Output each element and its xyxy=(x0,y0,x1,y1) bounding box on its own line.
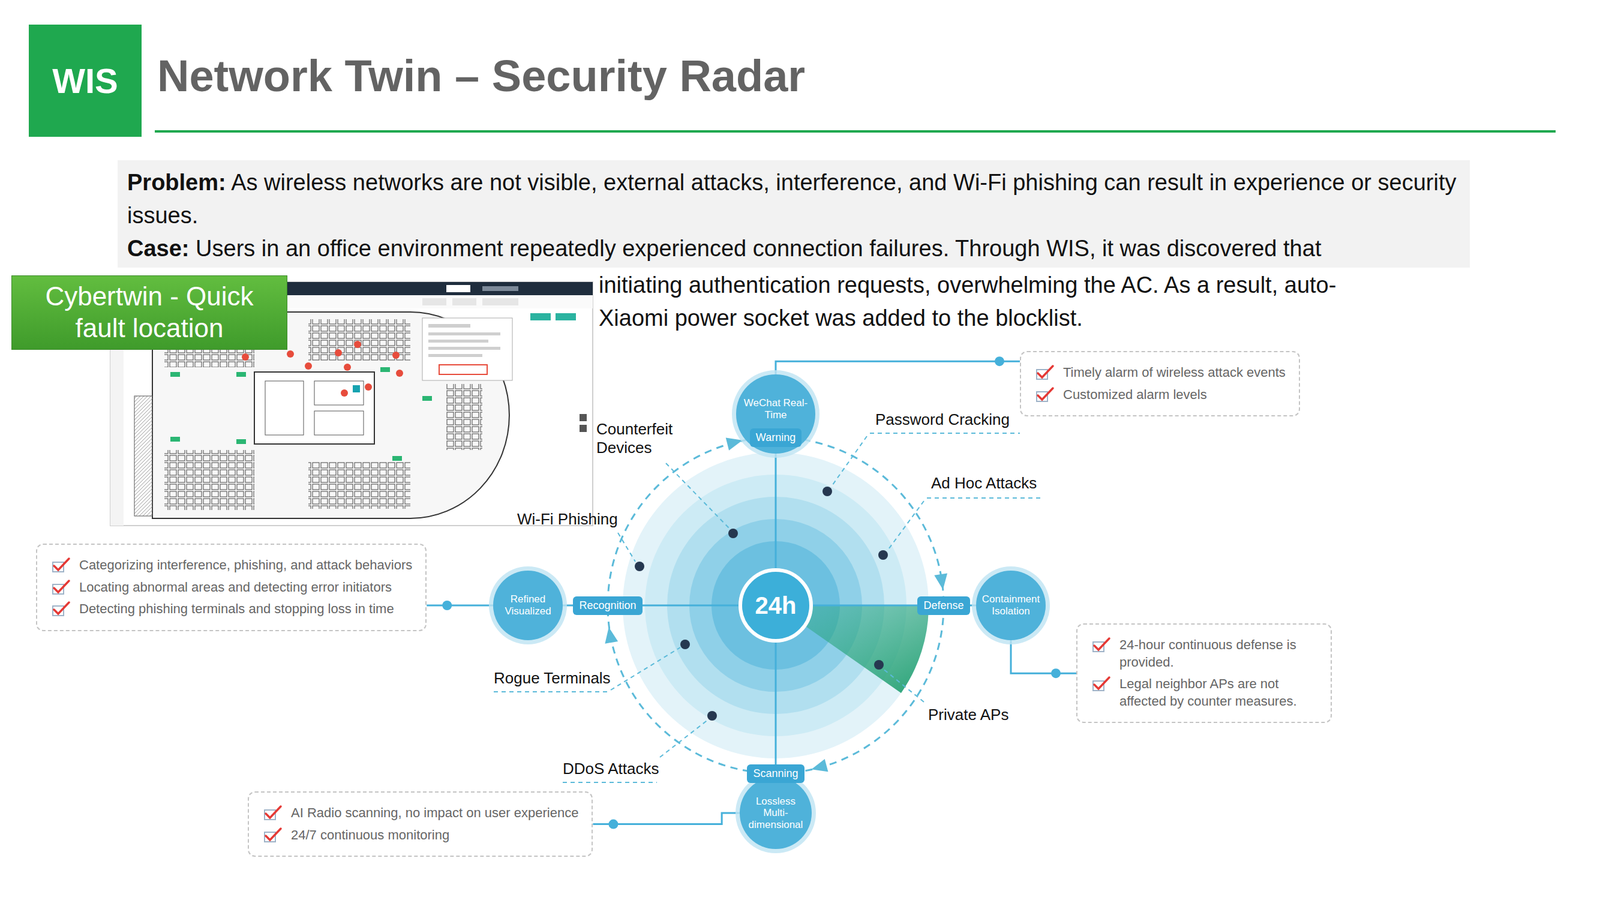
check-icon xyxy=(51,578,71,596)
threat-leaders xyxy=(493,433,1041,783)
item-text: Locating abnormal areas and detecting er… xyxy=(79,578,392,597)
item-text: 24-hour continuous defense is provided. xyxy=(1119,636,1318,671)
connector-group xyxy=(775,356,1020,375)
box-text: Problem: As wireless networks are not vi… xyxy=(127,166,1461,233)
check-icon xyxy=(1091,636,1112,654)
connector-group xyxy=(592,812,740,830)
title-rule xyxy=(154,130,1556,133)
case-text: Xiaomi power socket was added to the blo… xyxy=(598,301,1083,335)
box-text: Case: Users in an office environment rep… xyxy=(127,232,1461,266)
check-item: 24-hour continuous defense is provided. xyxy=(1091,636,1318,671)
case-text: initiating authentication requests, over… xyxy=(598,268,1337,302)
box-text: Cybertwin - Quick fault location xyxy=(26,280,273,345)
check-item: Detecting phishing terminals and stoppin… xyxy=(51,600,413,618)
callout-box: Timely alarm of wireless attack eventsCu… xyxy=(1019,350,1301,417)
problem-panel: Problem: As wireless networks are not vi… xyxy=(117,160,1470,268)
radar-center: 24h xyxy=(738,568,813,643)
item-text: 24/7 continuous monitoring xyxy=(290,826,450,845)
check-icon xyxy=(263,826,283,844)
connector-group xyxy=(426,600,494,611)
check-item: AI Radio scanning, no impact on user exp… xyxy=(263,804,579,822)
feature-circle: Lossless Multi-dimensional xyxy=(739,776,812,849)
check-icon xyxy=(1035,386,1055,404)
stage-pill: Defense xyxy=(917,596,970,615)
circle-label: Lossless Multi-dimensional xyxy=(742,795,810,831)
check-icon xyxy=(51,556,71,574)
threat-label: Private APs xyxy=(928,705,1009,725)
connector-group xyxy=(1010,640,1077,678)
feature-circle: Containment Isolation xyxy=(976,570,1046,641)
connector-dot xyxy=(442,600,452,611)
check-icon xyxy=(51,600,71,618)
stage-pill: Warning xyxy=(749,428,802,447)
box-text: 24h xyxy=(755,592,797,620)
item-text: Categorizing interference, phishing, and… xyxy=(79,556,413,575)
callout-box: Categorizing interference, phishing, and… xyxy=(35,543,427,632)
stage-pill: Scanning xyxy=(746,764,804,783)
check-item: Locating abnormal areas and detecting er… xyxy=(51,578,413,597)
circle-label: Containment Isolation xyxy=(977,593,1045,617)
connector-dot xyxy=(608,819,618,830)
check-item: Categorizing interference, phishing, and… xyxy=(51,556,413,575)
check-icon xyxy=(1035,364,1055,381)
threat-label: Password Cracking xyxy=(875,410,1010,429)
slide-title: Network Twin – Security Radar xyxy=(157,50,806,102)
connector-dot xyxy=(1051,668,1061,678)
connector-line xyxy=(775,361,1020,375)
callout-box: AI Radio scanning, no impact on user exp… xyxy=(247,791,593,857)
logo-box: WIS xyxy=(28,24,142,137)
pill-label: Defense xyxy=(923,599,964,612)
stage-pill: Recognition xyxy=(572,596,642,615)
threat-label: DDoS Attacks xyxy=(562,759,659,779)
pill-label: Scanning xyxy=(752,767,798,780)
item-text: AI Radio scanning, no impact on user exp… xyxy=(290,804,579,822)
connector-dot xyxy=(994,356,1005,366)
item-text: Timely alarm of wireless attack events xyxy=(1063,364,1286,382)
item-text: Detecting phishing terminals and stoppin… xyxy=(79,600,395,618)
pill-label: Recognition xyxy=(578,599,636,612)
threat-label: Wi-Fi Phishing xyxy=(517,509,618,529)
item-text: Legal neighbor APs are not affected by c… xyxy=(1119,675,1318,710)
pill-label: Warning xyxy=(755,431,796,444)
threat-dots xyxy=(634,486,888,721)
check-icon xyxy=(263,804,283,822)
security-radar xyxy=(527,413,1011,813)
threat-label: Counterfeit Devices xyxy=(596,419,699,458)
check-item: Customized alarm levels xyxy=(1035,386,1286,404)
item-text: Customized alarm levels xyxy=(1063,386,1208,404)
check-icon xyxy=(1091,675,1112,693)
connector-line xyxy=(426,604,494,607)
tag-box: Cybertwin - Quick fault location xyxy=(11,275,288,350)
threat-label: Ad Hoc Attacks xyxy=(931,473,1037,493)
check-item: Legal neighbor APs are not affected by c… xyxy=(1091,675,1318,710)
check-item: 24/7 continuous monitoring xyxy=(263,826,579,845)
circle-label: WeChat Real-Time xyxy=(742,397,810,421)
circle-label: Refined Visualized xyxy=(494,593,562,617)
connector-line xyxy=(1010,640,1077,674)
feature-circle: Refined Visualized xyxy=(493,570,563,641)
callout-box: 24-hour continuous defense is provided. L… xyxy=(1076,623,1332,723)
box-text: WIS xyxy=(52,60,119,101)
check-item: Timely alarm of wireless attack events xyxy=(1035,364,1286,382)
threat-label: Rogue Terminals xyxy=(493,668,611,688)
